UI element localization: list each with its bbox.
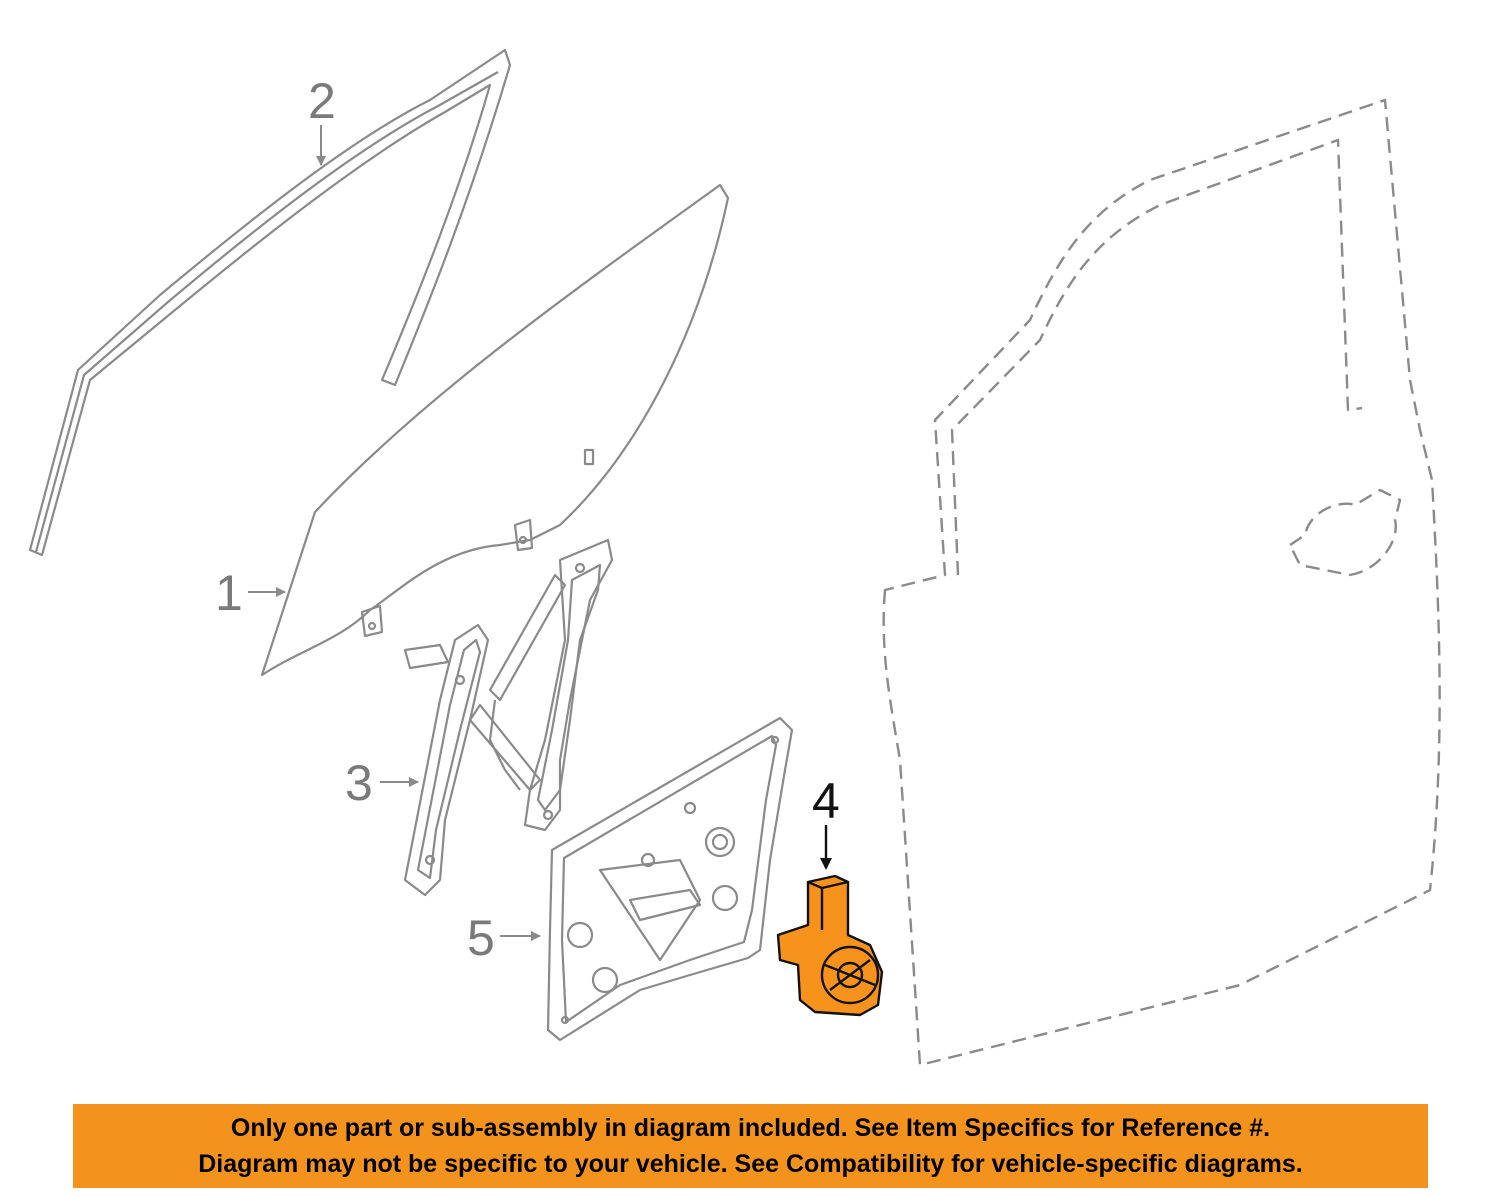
disclaimer-line-2: Diagram may not be specific to your vehi… (198, 1150, 1303, 1178)
disclaimer-line-1: Only one part or sub-assembly in diagram… (230, 1114, 1271, 1142)
callout-label-5: 5 (467, 910, 495, 966)
callout-label-2: 2 (308, 73, 336, 129)
door-glass (260, 183, 730, 677)
door-shell (882, 98, 1441, 1067)
callout-2: 2 (308, 73, 336, 166)
callout-label-1: 1 (215, 565, 243, 621)
callout-5: 5 (467, 910, 541, 966)
callout-1: 1 (215, 565, 286, 621)
window-regulator (403, 538, 614, 897)
callout-label-3: 3 (345, 755, 373, 811)
parts-diagram: 1 2 3 4 5 (28, 48, 1441, 1067)
disclaimer-banner: Only one part or sub-assembly in diagram… (73, 1104, 1428, 1188)
callout-4: 4 (812, 773, 840, 870)
glass-run-channel (28, 48, 512, 557)
regulator-motor (776, 874, 884, 1017)
callout-label-4: 4 (812, 773, 840, 829)
callout-3: 3 (345, 755, 419, 811)
module-panel (546, 716, 794, 1042)
